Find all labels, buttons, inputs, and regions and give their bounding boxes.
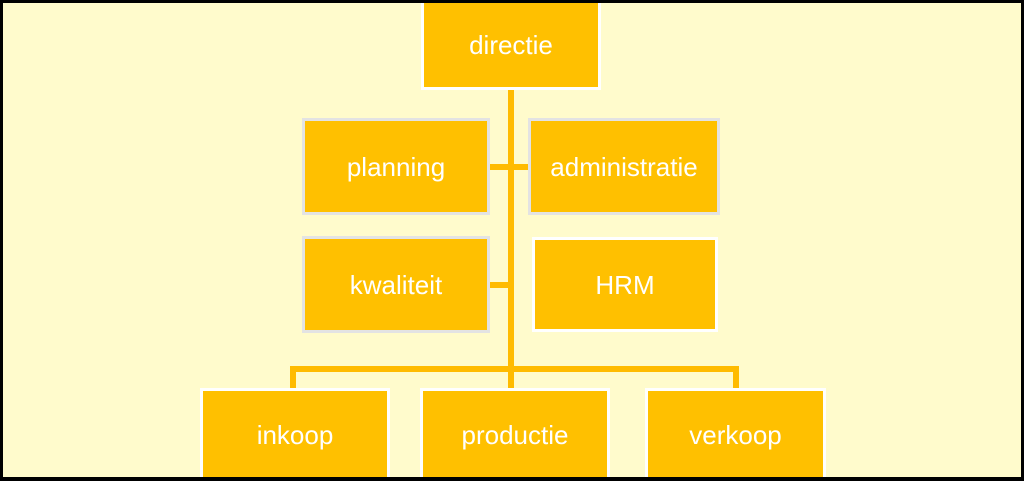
org-node-label: kwaliteit bbox=[349, 269, 443, 300]
connector-stub-administratie bbox=[514, 164, 528, 170]
org-node-verkoop: verkoop bbox=[645, 388, 826, 481]
org-node-directie: directie bbox=[421, 0, 601, 90]
org-node-label: planning bbox=[346, 151, 446, 182]
org-node-label: inkoop bbox=[256, 419, 334, 450]
connector-trunk-vertical bbox=[508, 87, 514, 388]
connector-stub-kwaliteit bbox=[490, 282, 508, 288]
org-node-hrm: HRM bbox=[532, 237, 718, 332]
org-node-planning: planning bbox=[302, 118, 490, 215]
org-node-label: directie bbox=[469, 30, 553, 60]
connector-drop-inkoop bbox=[290, 366, 296, 388]
connector-drop-verkoop bbox=[733, 366, 739, 388]
org-node-productie: productie bbox=[420, 388, 610, 481]
org-node-kwaliteit: kwaliteit bbox=[302, 236, 490, 333]
connector-departments-bar bbox=[290, 366, 739, 372]
org-node-administratie: administratie bbox=[528, 118, 720, 215]
org-node-label: HRM bbox=[595, 269, 655, 300]
org-node-label: productie bbox=[461, 419, 569, 450]
org-node-inkoop: inkoop bbox=[200, 388, 390, 481]
org-node-label: verkoop bbox=[689, 419, 782, 450]
connector-stub-planning bbox=[490, 164, 508, 170]
org-node-label: administratie bbox=[550, 151, 698, 182]
